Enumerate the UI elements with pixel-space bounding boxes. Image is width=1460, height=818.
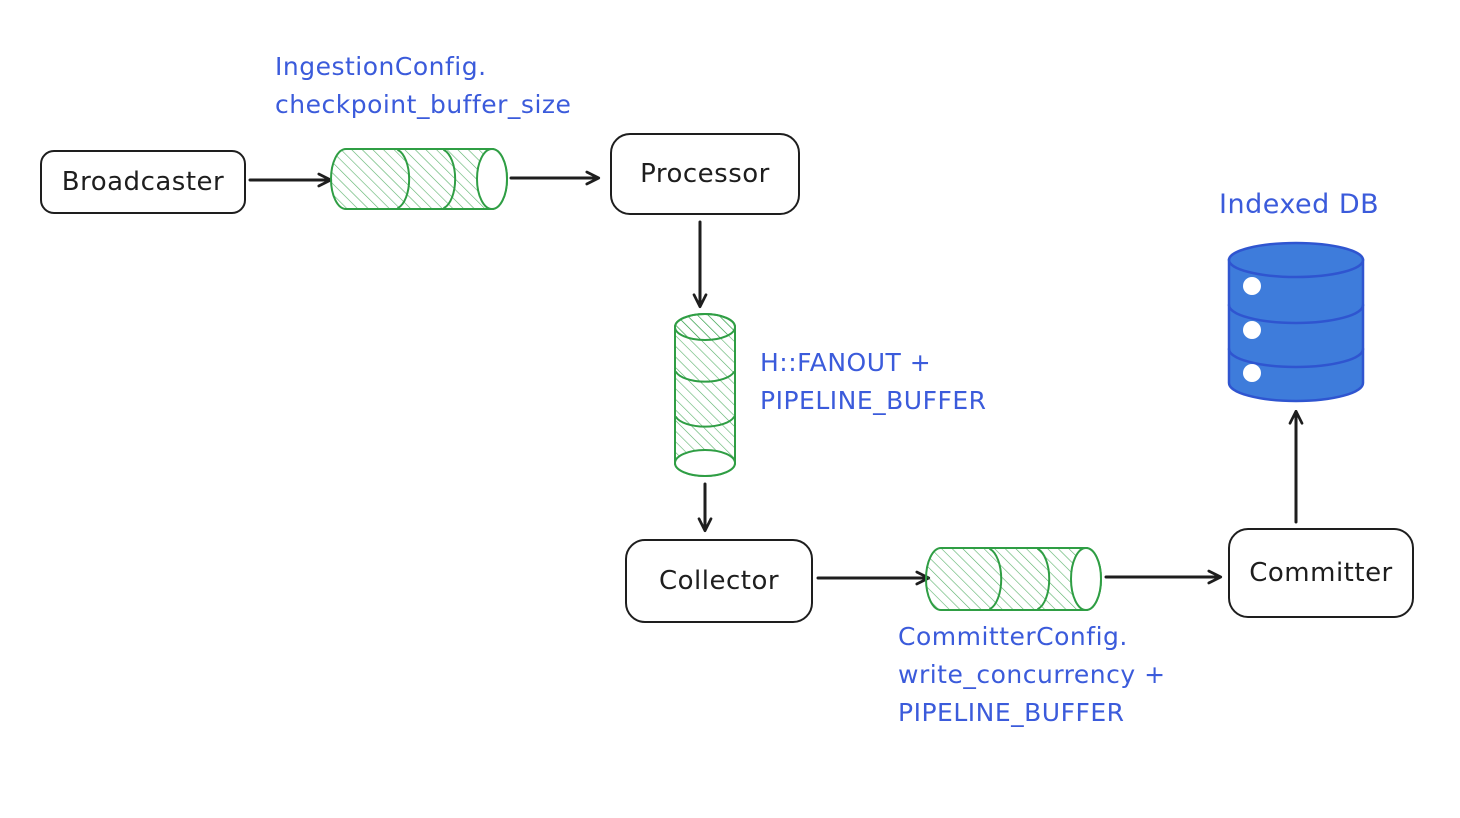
committer-buffer-pipe-icon xyxy=(925,547,1102,611)
fanout-label-line1: H::FANOUT + xyxy=(760,348,932,377)
committer-config-label-line2: write_concurrency + xyxy=(898,660,1166,689)
ingestion-config-label: IngestionConfig. checkpoint_buffer_size xyxy=(275,48,571,124)
node-broadcaster: Broadcaster xyxy=(40,150,246,214)
fanout-label: H::FANOUT + PIPELINE_BUFFER xyxy=(760,344,987,420)
arrows xyxy=(248,170,1304,586)
committer-config-label-line3: PIPELINE_BUFFER xyxy=(898,698,1125,727)
db-dot-2 xyxy=(1243,321,1261,339)
database-icon xyxy=(1227,241,1365,403)
ingestion-config-label-line1: IngestionConfig. xyxy=(275,52,487,81)
ingestion-config-label-line2: checkpoint_buffer_size xyxy=(275,90,572,119)
pipeline-buffer-pipe-icon xyxy=(674,313,736,477)
node-committer: Committer xyxy=(1228,528,1414,618)
indexed-db-label: Indexed DB xyxy=(1219,189,1380,220)
node-processor: Processor xyxy=(610,133,800,215)
db-dot-3 xyxy=(1243,364,1261,382)
fanout-label-line2: PIPELINE_BUFFER xyxy=(760,386,987,415)
committer-config-label-line1: CommitterConfig. xyxy=(898,622,1128,651)
committer-config-label: CommitterConfig. write_concurrency + PIP… xyxy=(898,618,1166,732)
node-collector: Collector xyxy=(625,539,813,623)
ingestion-buffer-pipe-icon xyxy=(330,148,508,210)
db-dot-1 xyxy=(1243,277,1261,295)
